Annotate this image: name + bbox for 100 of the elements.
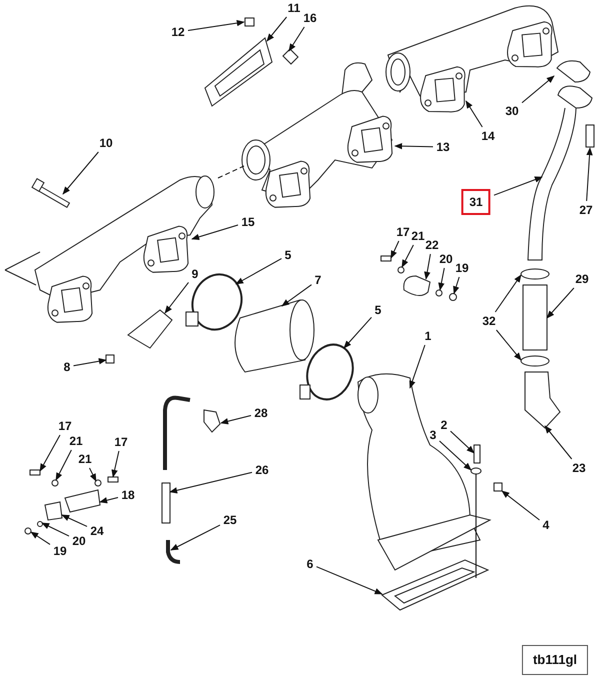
leader-line [438, 268, 445, 291]
leader-line [496, 330, 522, 361]
leader-line [56, 450, 72, 481]
callout-number: 32 [482, 314, 496, 328]
leader-line [61, 514, 88, 527]
washer [94, 480, 102, 486]
leader-line [544, 425, 572, 460]
callout-number: 16 [303, 11, 317, 25]
callout-number: 5 [374, 303, 382, 317]
callout-number: 25 [223, 513, 237, 527]
leader-line [409, 344, 426, 389]
bolt [108, 476, 118, 482]
elbow-fitting [204, 409, 221, 433]
callout-number: 19 [455, 261, 469, 275]
bolt [474, 444, 480, 464]
bolt [31, 178, 70, 208]
callout-number: 8 [64, 360, 70, 374]
gasket [556, 60, 590, 82]
fuel-line [162, 396, 190, 524]
callout-number: 24 [90, 524, 104, 538]
hose-clamp [520, 356, 550, 366]
callout-number: 9 [192, 267, 198, 281]
callout-number: 26 [255, 463, 269, 477]
leader-line [89, 468, 96, 482]
callout-number: 7 [314, 273, 322, 287]
callout-number: 18 [121, 488, 135, 502]
stud [282, 48, 299, 65]
callout-number: 30 [505, 104, 519, 118]
leader-line [111, 450, 120, 478]
leader-line [494, 274, 522, 312]
leader-line [288, 26, 305, 52]
leader-line [586, 147, 593, 202]
callout-number: 4 [542, 518, 550, 532]
leader-line [191, 224, 238, 240]
leader-line [188, 20, 245, 31]
leader-line [466, 100, 483, 128]
callout-number: 15 [241, 215, 255, 229]
bolt [380, 256, 392, 262]
callout-number: 2 [440, 418, 448, 432]
leader-line [40, 434, 60, 472]
leader-line [30, 532, 50, 545]
washer [37, 521, 43, 527]
bolt [30, 470, 40, 476]
pipe-flange [558, 86, 592, 108]
leader-line [266, 16, 288, 42]
hose-clamp [520, 268, 550, 280]
leader-line [281, 284, 312, 306]
leader-line [394, 142, 434, 150]
pipe [528, 108, 576, 260]
screw [494, 482, 502, 492]
figure-code: tb111gl [522, 645, 588, 675]
callout-number: 29 [575, 272, 589, 286]
leader-line [494, 176, 543, 196]
leader-line [41, 522, 70, 537]
leader-line [450, 430, 475, 454]
callout-number: 10 [99, 136, 113, 150]
leader-line [390, 240, 400, 259]
callout-number: 20 [439, 252, 453, 266]
elbow-fitting [524, 372, 561, 429]
leader-line [439, 440, 472, 471]
callout-number: 22 [425, 238, 439, 252]
mounting-bracket [44, 501, 63, 521]
leader-line [546, 288, 574, 319]
leader-line [343, 316, 372, 349]
leader-line [169, 472, 252, 494]
callout-number: 5 [284, 248, 292, 262]
leader-line [501, 490, 540, 520]
callout-number: 6 [306, 557, 314, 571]
gasket [381, 559, 490, 611]
callout-number: 21 [69, 434, 83, 448]
callout-number: 3 [430, 428, 436, 442]
leader-line [402, 244, 414, 268]
callout-number: 27 [579, 203, 593, 217]
leader-line [235, 258, 282, 284]
leader-line [62, 152, 99, 195]
callout-number: 28 [254, 406, 268, 420]
callout-number: 21 [78, 452, 92, 466]
leader-line [316, 566, 383, 594]
callout-number: 20 [72, 534, 86, 548]
bolt [586, 124, 594, 148]
exhaust-elbow [358, 373, 492, 571]
washer [436, 290, 442, 296]
leader-line [453, 276, 460, 294]
exhaust-manifold [4, 176, 214, 323]
exhaust-manifold [242, 62, 393, 208]
washer [470, 468, 482, 474]
nut [449, 293, 457, 301]
washer [398, 266, 404, 274]
callout-number: 13 [436, 140, 450, 154]
leader-line [424, 254, 431, 280]
leader-line [99, 497, 118, 504]
gasket [127, 309, 173, 349]
callout-number: 11 [288, 1, 300, 15]
leader-line [170, 524, 220, 550]
callout-number: 31 [461, 189, 491, 215]
leader-line [73, 358, 107, 366]
plug [106, 354, 114, 364]
callout-number: 12 [171, 25, 185, 39]
nut [24, 528, 32, 534]
callout-number: 23 [572, 461, 586, 475]
